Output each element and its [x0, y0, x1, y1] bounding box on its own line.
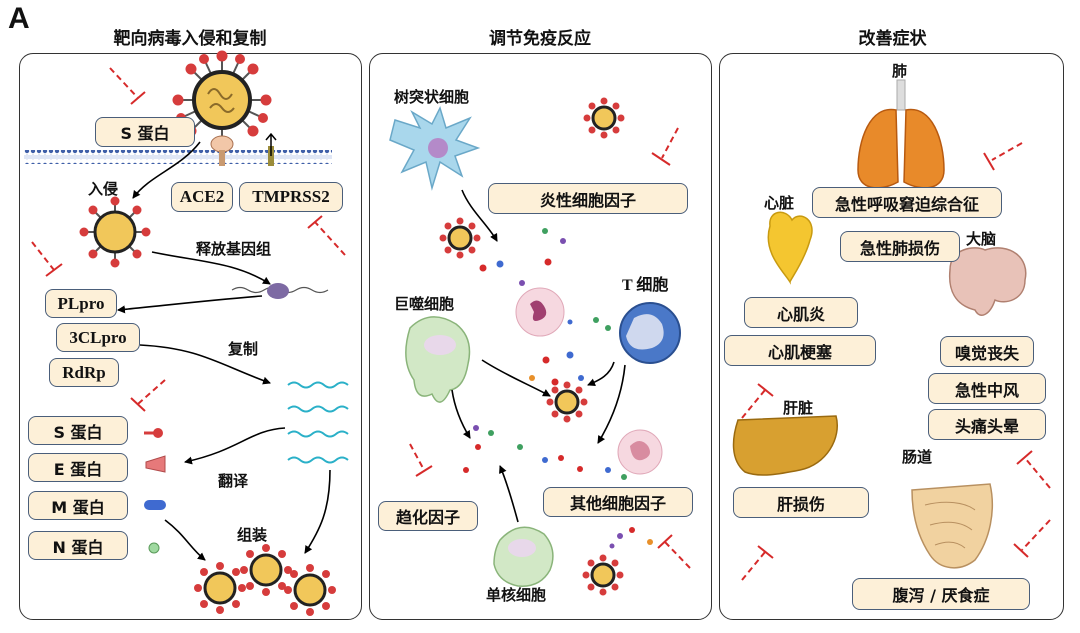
- text-assembly: 组装: [237, 524, 267, 545]
- text-lung: 肺: [892, 60, 907, 81]
- label-s-protein-top: S 蛋白: [95, 117, 195, 147]
- label-myocarditis: 心肌炎: [744, 297, 858, 328]
- text-dendritic-cell: 树突状细胞: [394, 86, 469, 107]
- label-diarrhea-anorexia: 腹泻 / 厌食症: [852, 578, 1030, 610]
- label-e-protein: E 蛋白: [28, 453, 128, 482]
- middle-panel-title: 调节免疫反应: [370, 24, 710, 49]
- label-rdrp: RdRp: [49, 358, 119, 387]
- right-panel-title: 改善症状: [720, 24, 1065, 49]
- text-heart: 心脏: [764, 192, 794, 213]
- label-headache-dizziness: 头痛头晕: [928, 409, 1046, 440]
- text-liver: 肝脏: [783, 397, 813, 418]
- text-entry: 入侵: [88, 178, 118, 199]
- text-intestine: 肠道: [902, 446, 932, 467]
- text-replication: 复制: [228, 338, 258, 359]
- text-t-cell: T 细胞: [622, 271, 668, 295]
- label-3clpro: 3CLpro: [56, 323, 140, 352]
- text-brain: 大脑: [966, 228, 996, 249]
- label-plpro: PLpro: [45, 289, 117, 318]
- middle-panel: [369, 53, 712, 620]
- label-inflammatory-cytokines: 炎性细胞因子: [488, 183, 688, 214]
- label-liver-injury: 肝损伤: [733, 487, 869, 518]
- text-release-genome: 释放基因组: [196, 238, 271, 259]
- label-n-protein: N 蛋白: [28, 531, 128, 560]
- left-panel-title: 靶向病毒入侵和复制: [40, 24, 340, 49]
- label-chemokines: 趋化因子: [378, 501, 478, 531]
- label-stroke: 急性中风: [928, 373, 1046, 404]
- label-lung-injury: 急性肺损伤: [840, 231, 960, 262]
- text-translation: 翻译: [218, 470, 248, 491]
- label-ards: 急性呼吸窘迫综合征: [812, 187, 1002, 218]
- label-anosmia: 嗅觉丧失: [940, 336, 1034, 367]
- panel-letter: A: [8, 2, 30, 36]
- label-m-protein: M 蛋白: [28, 491, 128, 520]
- label-tmprss2: TMPRSS2: [239, 182, 343, 212]
- label-myocardial-infarction: 心肌梗塞: [724, 335, 876, 366]
- text-monocyte: 单核细胞: [486, 584, 546, 605]
- label-ace2: ACE2: [171, 182, 233, 212]
- text-macrophage: 巨噬细胞: [394, 293, 454, 314]
- label-other-cytokines: 其他细胞因子: [543, 487, 693, 517]
- label-s-protein: S 蛋白: [28, 416, 128, 445]
